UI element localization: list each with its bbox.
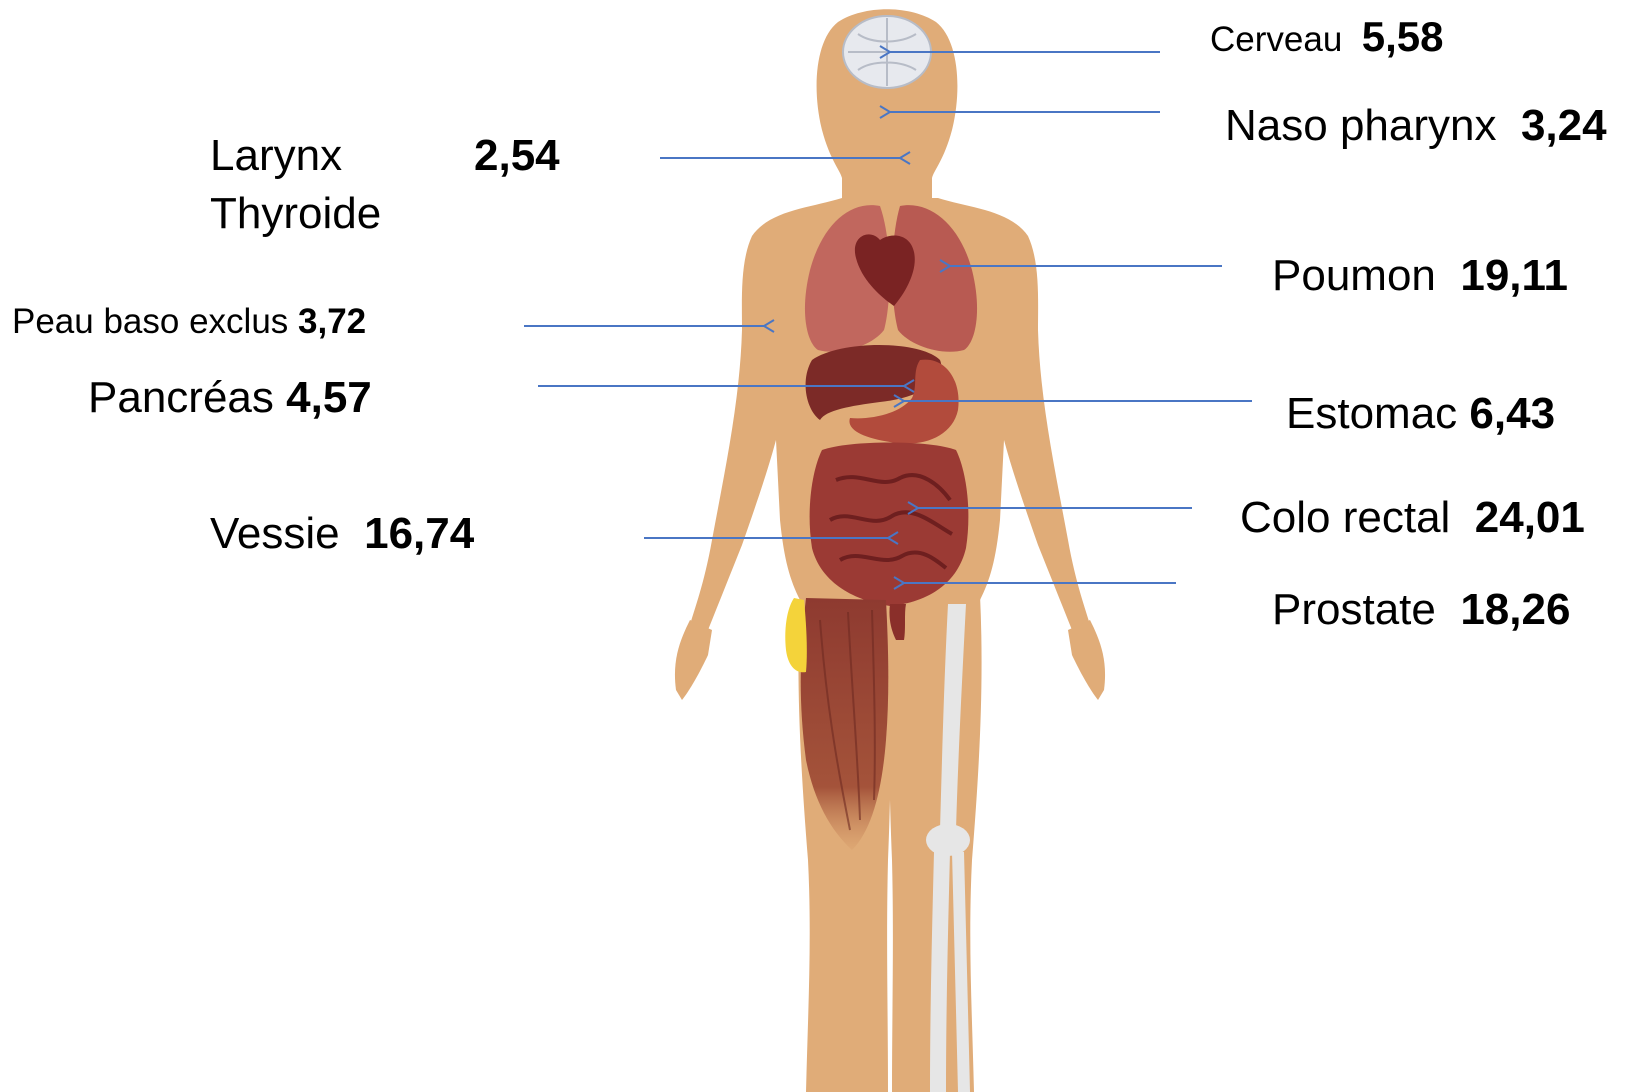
label-colo: Colo rectal 24,01 <box>1240 496 1585 540</box>
label-prostate: Prostate 18,26 <box>1272 588 1570 632</box>
label-prostate-value: 18,26 <box>1460 585 1570 634</box>
label-colo-name: Colo rectal <box>1240 493 1450 542</box>
label-naso-name: Naso pharynx <box>1225 101 1496 150</box>
label-vessie: Vessie 16,74 <box>210 512 474 556</box>
label-poumon-name: Poumon <box>1272 251 1436 300</box>
label-vessie-value: 16,74 <box>364 509 474 558</box>
label-peau: Peau baso exclus 3,72 <box>12 304 366 339</box>
label-cerveau-name: Cerveau <box>1210 20 1342 59</box>
fat-icon <box>785 598 807 672</box>
label-poumon: Poumon 19,11 <box>1272 254 1568 298</box>
label-estomac-name: Estomac <box>1286 389 1457 438</box>
label-naso-value: 3,24 <box>1521 101 1607 150</box>
label-larynx-value-wrap: 2,54 <box>474 134 560 178</box>
label-pancreas-value: 4,57 <box>286 373 372 422</box>
label-peau-name: Peau baso exclus <box>12 302 288 341</box>
label-thyroide: Thyroide <box>210 192 381 236</box>
label-cerveau-value: 5,58 <box>1362 13 1444 60</box>
label-larynx-value: 2,54 <box>474 131 560 180</box>
label-larynx-name-line2: Thyroide <box>210 189 381 238</box>
label-prostate-name: Prostate <box>1272 585 1436 634</box>
left-hand <box>675 620 712 700</box>
label-colo-value: 24,01 <box>1475 493 1585 542</box>
label-cerveau: Cerveau 5,58 <box>1210 16 1444 58</box>
label-estomac: Estomac 6,43 <box>1286 392 1555 436</box>
label-pancreas: Pancréas 4,57 <box>88 376 372 420</box>
label-larynx: Larynx <box>210 134 342 178</box>
label-pancreas-name: Pancréas <box>88 373 274 422</box>
label-vessie-name: Vessie <box>210 509 340 558</box>
right-hand <box>1068 620 1105 700</box>
label-peau-value: 3,72 <box>298 302 366 341</box>
label-estomac-value: 6,43 <box>1469 389 1555 438</box>
label-naso: Naso pharynx 3,24 <box>1225 104 1607 148</box>
label-poumon-value: 19,11 <box>1460 251 1568 300</box>
label-larynx-name-line1: Larynx <box>210 131 342 180</box>
